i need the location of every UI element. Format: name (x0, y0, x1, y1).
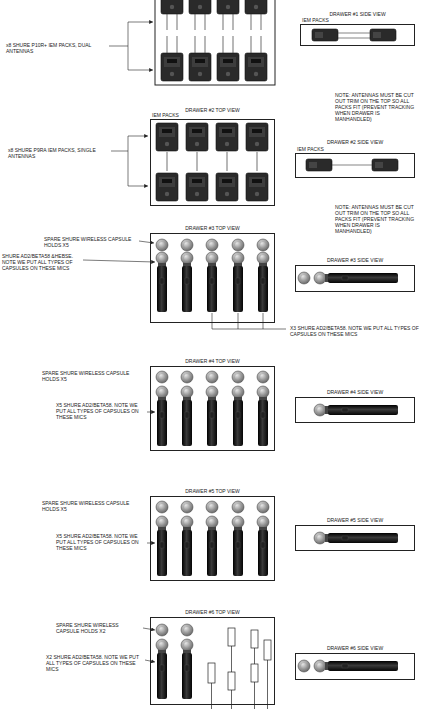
drawer-top-view: DRAWER #5 SIDE VIEW (295, 525, 415, 551)
note-label: X5 SHURE AD2/BETA58. NOTE WE PUT ALL TYP… (56, 402, 144, 420)
drawer-title: DRAWER #3 TOP VIEW (151, 225, 274, 231)
drawer-3-mics (156, 239, 398, 312)
drawer-6-connectors (208, 628, 271, 709)
drawer-title: DRAWER #6 SIDE VIEW (296, 645, 414, 651)
note-label: NOTE: ANTENNAS MUST BE CUT OUT TRIM ON T… (335, 92, 415, 122)
drawer-title: DRAWER #6 TOP VIEW (151, 609, 274, 615)
note-label: SPARE SHURE WIRELESS CAPSULE HOLDS X5 (42, 370, 144, 382)
section-heading: IEM PACKS (297, 146, 324, 152)
section-heading: IEM PACKS (152, 112, 179, 118)
leader-line (109, 22, 153, 70)
note-label: X5 SHURE AD2/BETA58. NOTE WE PUT ALL TYP… (56, 533, 144, 551)
note-label: NOTE: ANTENNAS MUST BE CUT OUT TRIM ON T… (335, 204, 415, 234)
note-label: x8 SHURE P10R+ IEM PACKS, DUAL ANTENNAS (6, 42, 106, 54)
drawer-view: DRAWER #3 TOP VIEW (150, 233, 275, 323)
drawer-4-mics (156, 371, 398, 446)
drawer-title: DRAWER #1 SIDE VIEW (301, 11, 414, 17)
drawer-top-view: DRAWER #2 SIDE VIEWIEM PACKS (295, 153, 415, 178)
leader-line (147, 543, 155, 544)
leader-line (83, 241, 286, 329)
drawer-title: DRAWER #3 SIDE VIEW (296, 257, 414, 263)
note-label: SPARE SHURE WIRELESS CAPSULE HOLDS X2 (56, 622, 140, 634)
note-label: X3 SHURE AD2/BETA58. NOTE WE PUT ALL TYP… (290, 325, 430, 337)
iem-pack-side (306, 159, 398, 171)
drawer-title: DRAWER #5 SIDE VIEW (296, 517, 414, 523)
drawer-1-top-view (155, 0, 275, 85)
drawer-top-view: DRAWER #4 SIDE VIEW (295, 397, 415, 423)
leader-line (147, 412, 155, 413)
drawer-title: DRAWER #4 SIDE VIEW (296, 389, 414, 395)
drawer-title: DRAWER #5 TOP VIEW (151, 488, 274, 494)
drawer-view: DRAWER #1 SIDE VIEWIEM PACKS (300, 24, 415, 46)
drawer-view: DRAWER #4 TOP VIEW (150, 366, 275, 451)
drawer-title: DRAWER #4 TOP VIEW (151, 358, 274, 364)
drawer-view: DRAWER #2 TOP VIEWIEM PACKS (150, 119, 275, 206)
note-label: SPARE SHURE WIRELESS CAPSULE HOLDS X5 (42, 500, 144, 512)
note-label: x8 SHURE P9RA IEM PACKS, SINGLE ANTENNAS (8, 147, 108, 159)
note-label: X2 SHURE AD2/BETA58. NOTE WE PUT ALL TYP… (46, 654, 142, 672)
drawer-top-view: DRAWER #3 SIDE VIEW (295, 265, 415, 292)
drawer-title: DRAWER #2 SIDE VIEW (296, 139, 414, 145)
drawer-view: DRAWER #6 TOP VIEW (150, 617, 275, 705)
leader-line (143, 628, 155, 662)
leader-line (111, 136, 148, 186)
iem-pack-side (312, 29, 396, 41)
drawer-6-mics (156, 624, 398, 699)
note-label: SPARE SHURE WIRELESS CAPSULE HOLDS X5 (44, 236, 136, 248)
note-label: SHURE AD2/BETA58 &HEBSE. NOTE WE PUT ALL… (2, 253, 80, 271)
drawer-2-packs (156, 123, 268, 201)
drawer-5-mics (156, 501, 398, 576)
drawer-top-view: DRAWER #6 SIDE VIEW (295, 653, 415, 680)
section-heading: IEM PACKS (302, 17, 329, 23)
drawer-view: DRAWER #5 TOP VIEW (150, 496, 275, 581)
